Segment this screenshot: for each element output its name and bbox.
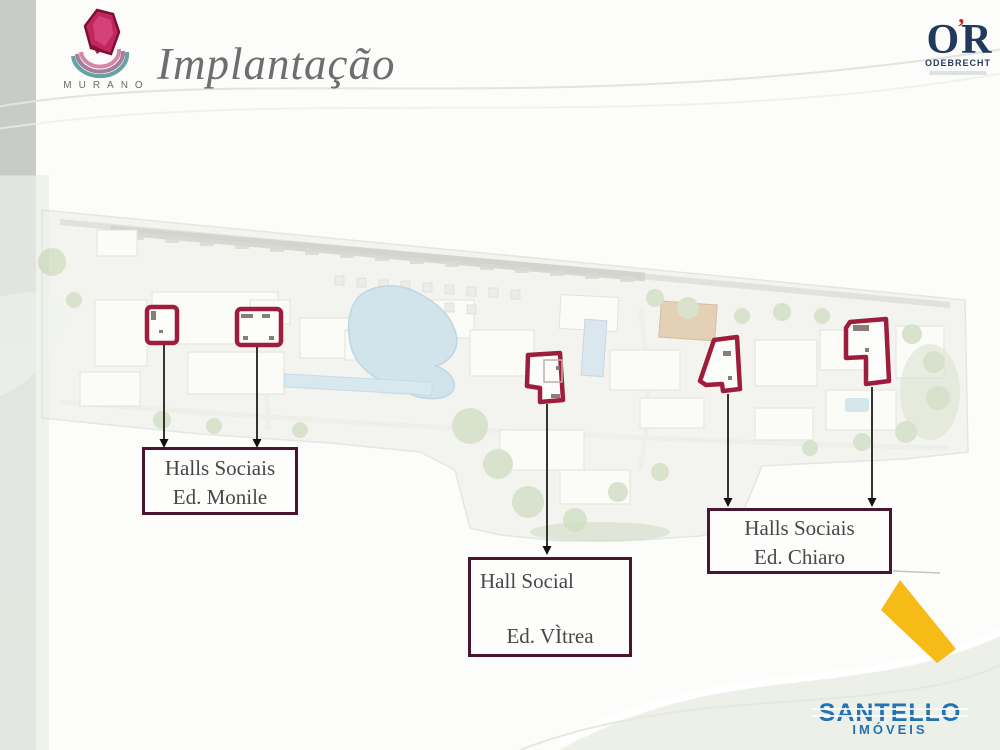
santello-stripe	[812, 715, 968, 717]
odebrecht-subtext-line	[929, 71, 987, 75]
callout-arrows	[163, 345, 873, 547]
odebrecht-mark: O’R	[926, 15, 991, 63]
murano-gem-icon	[71, 8, 130, 79]
santello-name: SANTELLO	[818, 699, 962, 727]
label-monile-line2: Ed. Monile	[172, 485, 268, 509]
santello-stripe	[812, 708, 968, 710]
label-chiaro-line1: Halls Sociais	[744, 516, 855, 540]
santello-logo: SANTELLO IMÓVEIS	[798, 700, 982, 737]
label-box-monile: Halls Sociais Ed. Monile	[142, 447, 298, 515]
label-chiaro-line2: Ed. Chiaro	[754, 545, 845, 569]
label-vitrea-line2: Ed. VÌtrea	[506, 624, 594, 648]
murano-logo	[71, 8, 130, 79]
lagoon-pool	[347, 285, 458, 400]
page-title: Implantação	[157, 39, 396, 89]
site-plan-base	[38, 209, 969, 542]
label-box-chiaro: Halls Sociais Ed. Chiaro	[707, 508, 892, 574]
label-monile-line1: Halls Sociais	[164, 456, 276, 480]
highlight-interior-marks	[151, 311, 869, 398]
odebrecht-name: ODEBRECHT	[924, 58, 991, 68]
odebrecht-logo: O’R ODEBRECHT	[918, 6, 998, 75]
parking-dashes	[130, 234, 634, 282]
label-box-vitrea: Hall Social Ed. VÌtrea	[468, 557, 632, 657]
santello-sub: IMÓVEIS	[852, 722, 928, 737]
lap-pool	[283, 373, 433, 396]
small-pond	[845, 398, 869, 412]
label-vitrea-line1: Hall Social	[480, 569, 574, 593]
arrowheads	[159, 439, 877, 555]
highlight-vitrea-hall	[524, 350, 566, 405]
trees	[38, 248, 950, 532]
blue-slab-building	[580, 318, 608, 378]
murano-wordmark: MURANO	[63, 80, 150, 91]
